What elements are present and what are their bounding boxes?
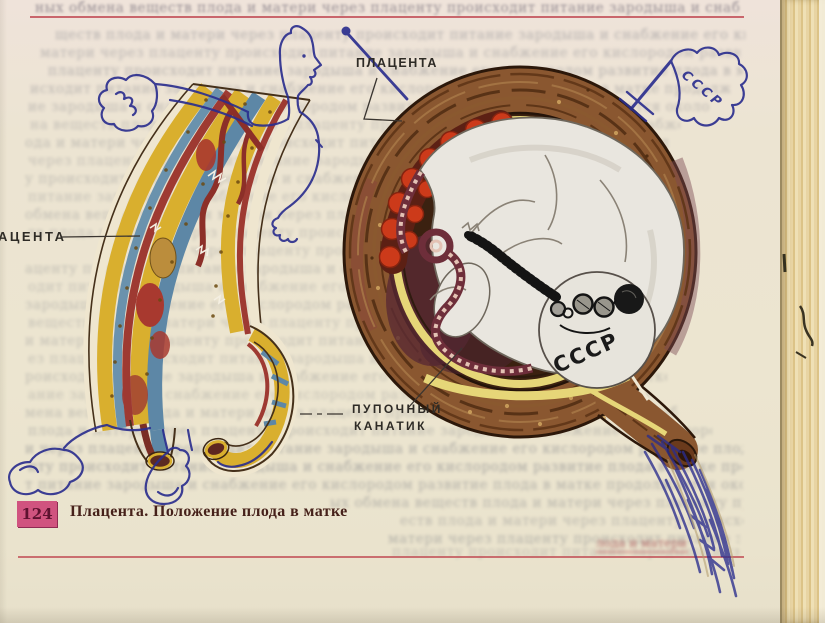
- person-head-back: [278, 25, 304, 121]
- gas-mask-canister: [614, 284, 644, 314]
- label-umbilical-2: КАНАТИК: [354, 419, 427, 433]
- fetus-head: [538, 271, 656, 389]
- book-page-edge-highlight: [819, 0, 825, 623]
- pen-person-doodle: [8, 25, 323, 506]
- placenta-left-pointer: [61, 235, 141, 238]
- fetus: [418, 116, 685, 389]
- helmet-text: СССР: [549, 328, 622, 378]
- flag-text: СССР: [678, 68, 726, 112]
- blurred-text-line: обмена веществ плода и матери через плац…: [25, 207, 660, 222]
- blurred-text-line: через плаценту происходит питание зароды…: [28, 153, 658, 168]
- person-left-hand: [97, 74, 159, 132]
- needle-doodle: [315, 26, 409, 148]
- bottom-rule: [18, 556, 744, 559]
- highlighted-text-fragment: лода и матери через: [596, 536, 688, 553]
- blurred-text-line: роисходит питание зародыша и снабжение е…: [25, 369, 667, 384]
- blurred-text-line: ых обмена веществ плода и матери через п…: [330, 495, 743, 510]
- label-umbilical-1: ПУПОЧНЫЙ: [352, 402, 443, 416]
- blurred-text-line: ода и матери через плаценту происходит п…: [25, 135, 670, 150]
- blurred-text-line: ие зародыша и снабжение его кислородом р…: [28, 99, 713, 114]
- blurred-text-line: ных обмена веществ плода и матери через …: [35, 0, 740, 15]
- amnion-ring: [392, 116, 648, 388]
- figure-number-badge: 124: [17, 501, 57, 527]
- blurred-text-line: мена веществ плода и матери через плацен…: [25, 405, 677, 420]
- blurred-text-line: ез плаценту происходит питание зародыша …: [28, 351, 660, 366]
- blurred-text-line: тв плода и матери через плаценту происхо…: [28, 225, 646, 240]
- blurred-text-line: веществ плода и матери через плаценту пр…: [28, 315, 664, 330]
- blurred-text-line: и матери через плаценту происходит питан…: [25, 333, 643, 348]
- blurred-text-line: одит питание зародыша и снабжение его ки…: [28, 279, 668, 294]
- left-placenta-figure: [83, 81, 311, 477]
- blurred-text-line: нту происходит питание зародыша и снабже…: [28, 459, 742, 474]
- pointer-lines: [61, 77, 463, 415]
- blurred-text-line: тери через плаценту происходит питание з…: [150, 243, 620, 258]
- bottom-shadow: [0, 607, 825, 623]
- water-scribble-doodle: [643, 434, 738, 598]
- pen-flag-doodle: СССР: [618, 46, 748, 127]
- umbilical-pointer: [407, 347, 463, 409]
- placenta-right-pointer: [363, 77, 403, 122]
- person-face: [296, 26, 323, 114]
- blurred-text-line: ание зародыша и снабжение его кислородом…: [28, 387, 650, 402]
- flag-cloth: [669, 46, 748, 127]
- person-left-foot: [8, 447, 84, 496]
- blurred-text-line: ществ плода и матери через плаценту прои…: [55, 27, 745, 42]
- gas-mask-hose: [465, 231, 561, 302]
- label-placenta-right: ПЛАЦЕНТА: [356, 56, 438, 70]
- figure-caption: Плацента. Положение плода в матке: [70, 503, 348, 520]
- placenta-villi: [378, 110, 514, 274]
- uterus-wall-dots: [375, 99, 672, 427]
- band-dots: [110, 98, 272, 398]
- blurred-text-line: исходит питание зародыша и снабжение его…: [30, 81, 730, 96]
- person-eye: [302, 54, 306, 58]
- cervix: [588, 369, 698, 470]
- blurred-text-line: т питание зародыша и снабжение его кисло…: [25, 477, 743, 492]
- person-right-hand: [271, 204, 299, 244]
- blurred-text-line: у происходит питание зародыша и снабжени…: [25, 171, 665, 186]
- blurred-text-line: и через плаценту происходит питание заро…: [25, 441, 743, 456]
- blurred-text-line: еств плода и матери через плаценту проис…: [400, 513, 743, 528]
- vessel-tube: [129, 419, 176, 471]
- blurred-text-line: аценту происходит питание зародыша и сна…: [25, 261, 657, 276]
- umbilical-hook: [200, 321, 299, 477]
- umbilical-cord: [396, 169, 534, 376]
- blurred-text-line: на веществ плода и матери через плаценту…: [30, 117, 680, 132]
- person-right-foot: [144, 446, 191, 506]
- left-shadow: [0, 0, 7, 623]
- uterus-wall: [342, 65, 698, 439]
- gas-mask-doodle: СССР: [464, 231, 644, 378]
- top-rule: [30, 16, 744, 19]
- blurred-text-line: питание зародыша и снабжение его кислоро…: [28, 189, 648, 204]
- blurred-text-line: зародыша и снабжение его кислородом разв…: [25, 297, 647, 312]
- label-placenta-left: АЦЕНТА: [0, 229, 67, 244]
